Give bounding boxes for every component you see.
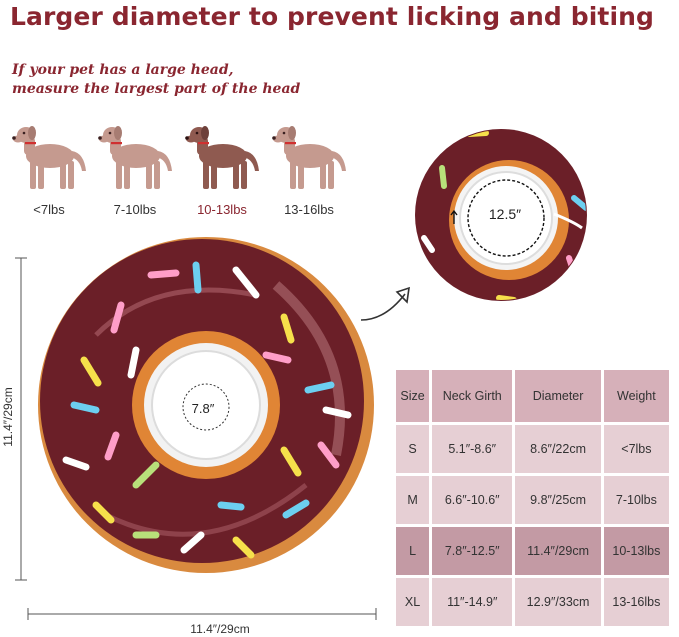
cell-neck-girth: 5.1″-8.6″ — [432, 425, 513, 473]
cell-neck-girth: 7.8″-12.5″ — [432, 527, 513, 575]
cell-diameter: 9.8″/25cm — [515, 476, 601, 524]
cell-neck-girth: 6.6″-10.6″ — [432, 476, 513, 524]
cell-weight: 10-13lbs — [603, 527, 669, 575]
inner-diameter-label: 7.8″ — [191, 401, 215, 416]
table-row: S 5.1″-8.6″ 8.6″/22cm <7lbs — [396, 425, 669, 473]
donut-collar-image — [38, 237, 374, 573]
header-weight: Weight — [603, 370, 669, 422]
curved-arrow-icon — [360, 286, 410, 321]
subline-measure: measure the largest part of the head — [12, 81, 301, 97]
cell-size: S — [396, 425, 430, 473]
cell-weight: 13-16lbs — [603, 578, 669, 626]
size-chart-table: Size Neck Girth Diameter Weight S 5.1″-8… — [393, 367, 672, 629]
dog-label-large: 10-13lbs — [197, 202, 247, 217]
dog-icon-xlarge — [272, 126, 346, 189]
dog-label-medium: 7-10lbs — [113, 202, 157, 217]
cell-weight: <7lbs — [603, 425, 669, 473]
height-dimension-label: 11.4″/29cm — [1, 387, 15, 447]
cell-size: XL — [396, 578, 430, 626]
header-neck-girth: Neck Girth — [432, 370, 513, 422]
cell-neck-girth: 11″-14.9″ — [432, 578, 513, 626]
cell-size: L — [396, 527, 430, 575]
subline-large-head: If your pet has a large head, — [12, 62, 234, 78]
cell-weight: 7-10lbs — [603, 476, 669, 524]
dog-label-xlarge: 13-16lbs — [284, 202, 334, 217]
table-row: XL 11″-14.9″ 12.9″/33cm 13-16lbs — [396, 578, 669, 626]
zoomed-inner-ring-image — [415, 129, 587, 301]
cell-diameter: 8.6″/22cm — [515, 425, 601, 473]
dog-icon-small — [12, 126, 86, 189]
cell-diameter: 12.9″/33cm — [515, 578, 601, 626]
cell-size: M — [396, 476, 430, 524]
dog-label-small: <7lbs — [33, 202, 65, 217]
dog-icon-large — [185, 126, 259, 189]
header-diameter: Diameter — [515, 370, 601, 422]
headline: Larger diameter to prevent licking and b… — [10, 2, 655, 31]
dog-icon-medium — [98, 126, 172, 189]
stretched-diameter-label: 12.5″ — [488, 206, 522, 222]
table-row: M 6.6″-10.6″ 9.8″/25cm 7-10lbs — [396, 476, 669, 524]
table-row-highlighted: L 7.8″-12.5″ 11.4″/29cm 10-13lbs — [396, 527, 669, 575]
width-dimension-label: 11.4″/29cm — [190, 622, 250, 636]
table-header-row: Size Neck Girth Diameter Weight — [396, 370, 669, 422]
header-size: Size — [396, 370, 430, 422]
cell-diameter: 11.4″/29cm — [515, 527, 601, 575]
